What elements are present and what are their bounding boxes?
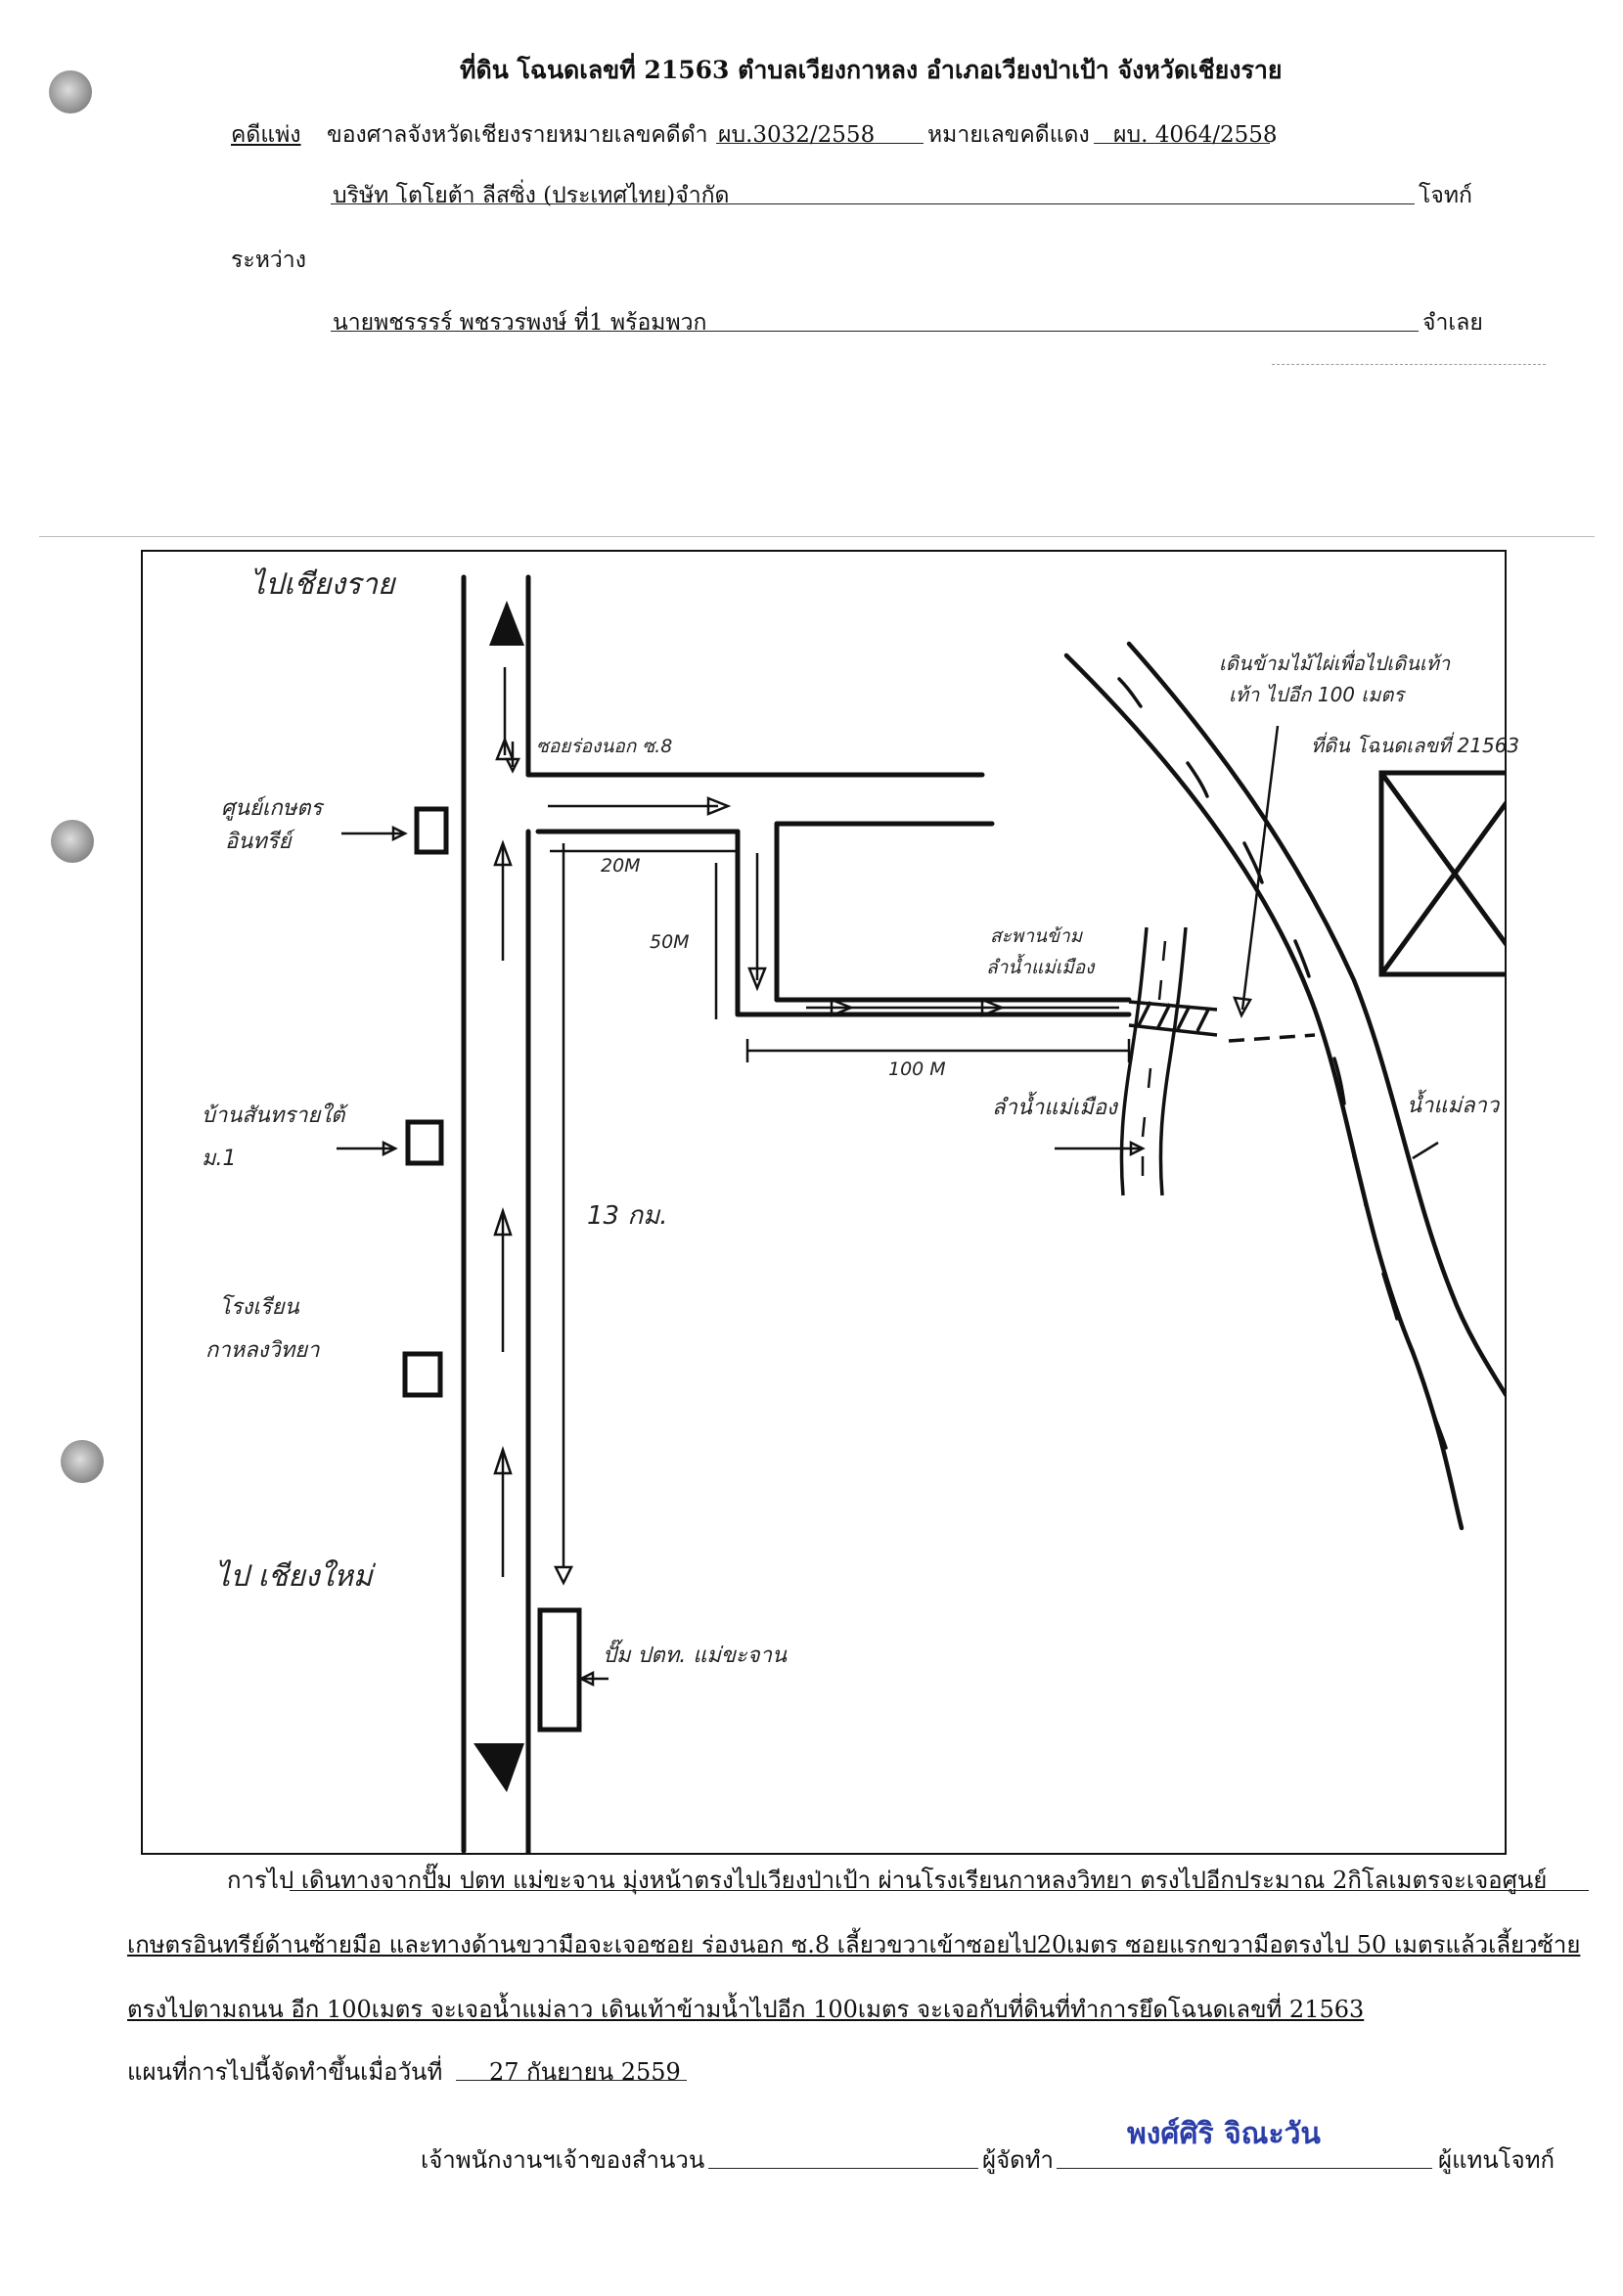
red-case-label: หมายเลขคดีแดง: [927, 122, 1090, 148]
label-bridge-2: ลำน้ำแม่เมือง: [986, 957, 1095, 978]
document-title: ที่ดิน โฉนดเลขที่ 21563 ตำบลเวียงกาหลง อ…: [460, 56, 1283, 84]
punch-hole: [51, 820, 94, 863]
plaintiff-underline: [331, 203, 1415, 204]
label-to-chiang-rai: ไปเชียงราย: [250, 567, 395, 602]
plaintiff-role: โจทก์: [1419, 183, 1472, 208]
header-separator: [39, 536, 1595, 537]
label-soi: ซอยร่องนอก ซ.8: [536, 736, 673, 757]
directions-line-3: ตรงไปตามถนน อีก 100เมตร จะเจอน้ำแม่ลาว เ…: [127, 1996, 1365, 2023]
directions-line-1: การไป เดินทางจากปั๊ม ปตท แม่ขะจาน มุ่งหน…: [227, 1867, 1548, 1894]
punch-hole: [61, 1440, 104, 1483]
label-school-1: โรงเรียน: [219, 1295, 299, 1320]
black-case-underline: [716, 143, 924, 144]
label-to-chiang-mai: ไป เชียงใหม่: [215, 1559, 373, 1594]
date-underline: [456, 2080, 687, 2081]
red-case-underline: [1094, 143, 1270, 144]
sketch-map: ไปเชียงราย ซอยร่องนอก ซ.8 ศูนย์เกษตร อิน…: [141, 550, 1519, 1855]
officer-signature-line: [708, 2168, 978, 2169]
label-river: น้ำแม่ลาว: [1407, 1094, 1500, 1118]
label-ban-mai-1: บ้านสันทรายใต้: [202, 1103, 345, 1128]
between-label: ระหว่าง: [231, 248, 306, 273]
defendant-name: นายพชรรรร์ พชรวรพงษ์ ที่1 พร้อมพวก: [333, 310, 707, 336]
defendant-underline: [331, 331, 1419, 332]
date-label: แผนที่การไปนี้จัดทำขึ้นเมื่อวันที่: [127, 2058, 443, 2086]
label-distance-13km: 13 กม.: [587, 1201, 668, 1231]
date-value: 27 กันยายน 2559: [489, 2058, 681, 2086]
map-drawing: [141, 550, 1507, 1855]
label-walk-note-1: เดินข้ามไม้ไผ่เพื่อไปเดินเท้า: [1219, 652, 1451, 675]
defendant-role: จำเลย: [1422, 310, 1483, 336]
directions-line-2: เกษตรอินทรีย์ด้านซ้ายมือ และทางด้านขวามื…: [127, 1931, 1581, 1958]
dashed-rule: [1272, 364, 1546, 365]
label-gas-station: ปั๊ม ปตท. แม่ขะจาน: [603, 1643, 788, 1668]
label-organic-center-2: อินทรีย์: [225, 830, 292, 854]
label-bridge-1: สะพานข้าม: [990, 925, 1083, 947]
directions-line-1-underline: [290, 1890, 1589, 1891]
court-text: ของศาลจังหวัดเชียงรายหมายเลขคดีดำ: [327, 122, 708, 148]
black-case-number: ผบ.3032/2558: [718, 122, 876, 148]
label-distance-20m: 20M: [601, 855, 641, 877]
case-type: คดีแพ่ง: [231, 122, 301, 148]
handwritten-signature: พงศ์ศิริ จิณะวัน: [1127, 2117, 1321, 2151]
label-distance-100m: 100 M: [888, 1058, 946, 1080]
label-land-plot: ที่ดิน โฉนดเลขที่ 21563: [1311, 734, 1520, 757]
label-organic-center-1: ศูนย์เกษตร: [221, 796, 323, 821]
label-school-2: กาหลงวิทยา: [205, 1338, 320, 1363]
red-case-number: ผบ. 4064/2558: [1113, 122, 1278, 148]
label-distance-50m: 50M: [650, 931, 690, 953]
label-canal: ลำน้ำแม่เมือง: [992, 1096, 1117, 1120]
plaintiff-name: บริษัท โตโยต้า ลีสซิ่ง (ประเทศไทย)จำกัด: [333, 183, 730, 208]
agent-signature-line: [1057, 2168, 1432, 2169]
label-ban-mai-2: ม.1: [202, 1147, 237, 1171]
officer-label: เจ้าพนักงานฯเจ้าของสำนวน: [421, 2146, 705, 2174]
label-walk-note-2: เท้า ไปอีก 100 เมตร: [1229, 683, 1405, 706]
maker-label: ผู้จัดทำ: [982, 2146, 1055, 2174]
agent-label: ผู้แทนโจทก์: [1438, 2146, 1555, 2174]
punch-hole: [49, 70, 92, 113]
